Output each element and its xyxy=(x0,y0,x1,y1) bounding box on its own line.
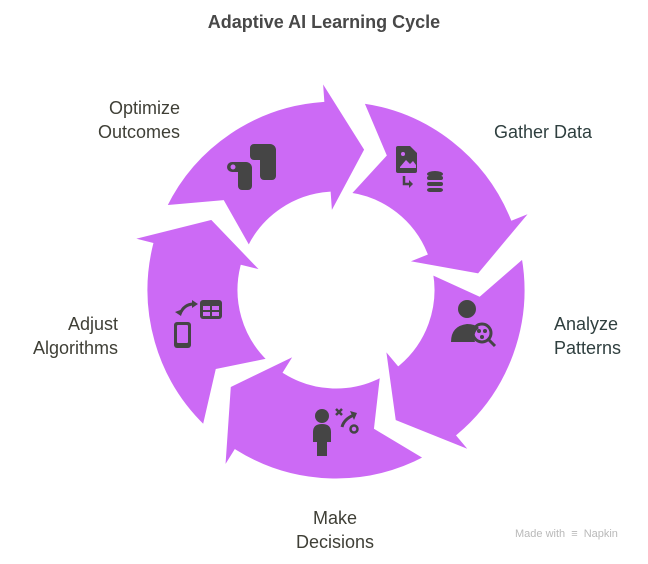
cycle-segment-adjust-algorithms xyxy=(129,216,272,430)
step-label-optimize-outcomes: Optimize Outcomes xyxy=(97,98,180,142)
device-sync-icon xyxy=(174,300,222,348)
diagram-title: Adaptive AI Learning Cycle xyxy=(207,12,441,32)
file-to-database-icon xyxy=(396,146,443,192)
footer-attribution: Made with ≡ Napkin xyxy=(515,528,618,540)
step-label-adjust-algorithms: Adjust Algorithms xyxy=(32,314,118,358)
napkin-logo-icon: ≡ xyxy=(571,528,578,540)
step-label-make-decisions: Make Decisions xyxy=(295,508,375,552)
step-label-gather-data: Gather Data xyxy=(494,122,593,142)
cycle-segment-analyze-patterns xyxy=(382,254,528,454)
user-search-icon xyxy=(451,300,497,348)
person-strategy-icon xyxy=(313,408,359,456)
optimize-icon xyxy=(227,144,276,190)
step-label-analyze-patterns: Analyze Patterns xyxy=(554,314,622,358)
cycle-segments xyxy=(129,77,534,482)
